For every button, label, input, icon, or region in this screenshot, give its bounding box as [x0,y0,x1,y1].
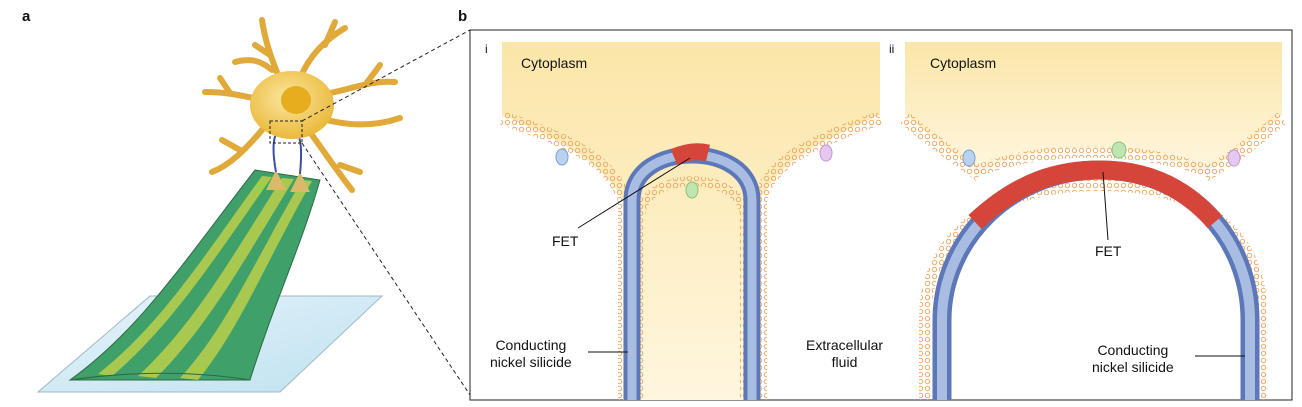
fet-segment-ii [968,160,1223,229]
membrane-ii-outer [919,178,1268,400]
ion-channel-i-1 [555,148,569,166]
cytoplasm-label-ii: Cytoplasm [930,55,997,71]
conducting-label-ii: Conducting nickel silicide [1092,342,1174,376]
membrane-ii-right [1201,112,1287,182]
subpanel-ii-numeral: ii [889,42,895,56]
probe-tip-right [290,172,310,192]
extracellular-label: Extracellular fluid [806,337,883,371]
fet-segment-i [670,143,711,165]
fet-label-i: FET [552,233,579,249]
conducting-label-i-line1: Conducting [495,337,567,353]
neuron-nucleus [281,86,311,114]
panel-a-letter: a [22,8,31,25]
conducting-label-ii-line2: nickel silicide [1092,359,1174,375]
flexible-probe-strip [68,169,321,381]
membrane-ii-left [900,112,985,181]
subpanel-i-numeral: i [485,42,488,56]
subpanel-ii [900,42,1287,400]
panel-a-illustration [36,17,470,396]
extracellular-label-line1: Extracellular [806,337,884,353]
ion-channel-ii-1 [962,149,976,167]
ion-channel-i-3 [819,144,833,162]
panel-b-letter: b [458,8,468,25]
membrane-i-left [499,111,632,400]
subpanel-i [499,42,883,400]
extracellular-label-line2: fluid [831,354,858,370]
conducting-label-i: Conducting nickel silicide [490,337,572,371]
membrane-ii-top [972,145,1213,178]
fet-label-ii: FET [1095,243,1122,259]
ion-channel-ii-2 [1111,141,1127,159]
ion-channel-ii-3 [1227,149,1241,167]
membrane-i-inner [635,176,750,400]
cytoplasm-label-i: Cytoplasm [521,55,588,71]
ion-channel-i-2 [685,181,699,199]
panel-b-frame [469,29,1293,401]
zoom-box [269,120,303,144]
conducting-label-i-line2: nickel silicide [490,354,572,370]
probe-tip-left [266,170,286,190]
membrane-i-right [753,111,883,400]
conducting-label-ii-line1: Conducting [1097,342,1169,358]
